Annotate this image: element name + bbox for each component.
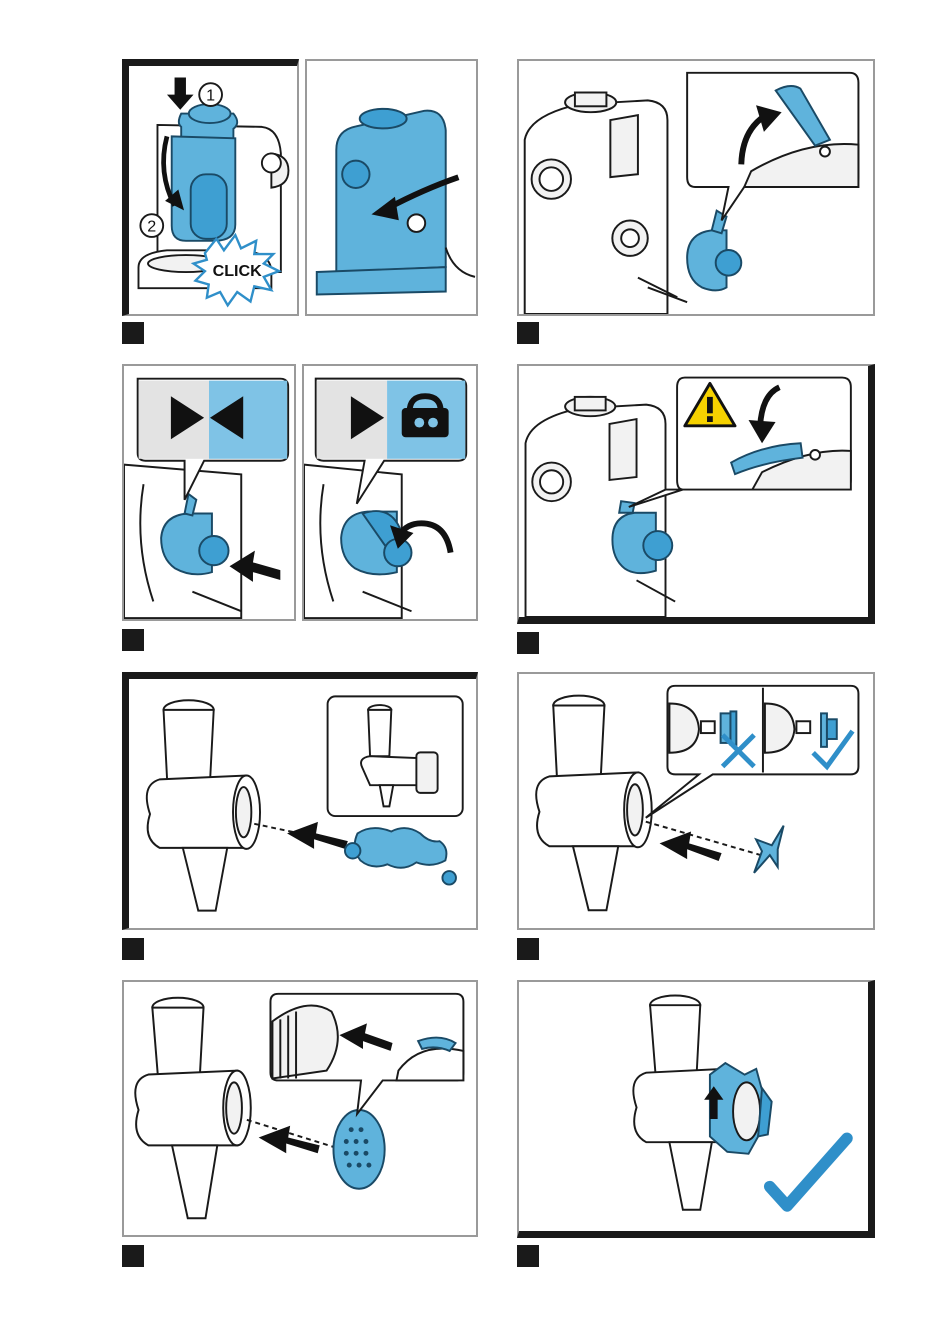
step-7-panel — [122, 980, 478, 1237]
check-mark-icon — [770, 1138, 847, 1206]
step-7-marker — [122, 1245, 144, 1267]
press-arrow-icon — [167, 78, 194, 110]
step-5-panel — [122, 672, 478, 930]
step-2-marker — [517, 322, 539, 344]
step-2-panel — [517, 59, 875, 316]
step-6-panel — [517, 672, 875, 930]
step-1-marker — [122, 322, 144, 344]
push-arrow-icon — [287, 822, 348, 849]
close-lever-illustration — [519, 366, 868, 617]
step-1-panel-left: 1 2 CLICK — [122, 59, 299, 316]
worm-shaft-illustration — [129, 679, 476, 928]
step-3-marker — [122, 629, 144, 651]
step-4-marker — [517, 632, 539, 654]
step-number-1: 1 — [206, 86, 215, 104]
step-5-marker — [122, 938, 144, 960]
step-3-panel-right — [302, 364, 478, 621]
step-1-panel-right — [305, 59, 478, 316]
align-unit-illustration — [124, 366, 294, 619]
unit-rotation-illustration — [307, 61, 476, 314]
open-lever-illustration — [519, 61, 873, 314]
step-8-marker — [517, 1245, 539, 1267]
step-4-panel — [517, 364, 875, 624]
push-arrow-icon — [660, 832, 722, 862]
screw-ring-illustration — [519, 982, 868, 1231]
step-6-marker — [517, 938, 539, 960]
step-number-2: 2 — [147, 217, 156, 235]
step-3-panel-left — [122, 364, 296, 621]
lock-unit-illustration — [304, 366, 476, 619]
perforated-disc-illustration — [124, 982, 476, 1235]
step-8-panel — [517, 980, 875, 1238]
attach-unit-illustration: 1 2 CLICK — [129, 66, 297, 314]
click-label: CLICK — [213, 262, 263, 280]
blade-insert-illustration — [519, 674, 873, 928]
